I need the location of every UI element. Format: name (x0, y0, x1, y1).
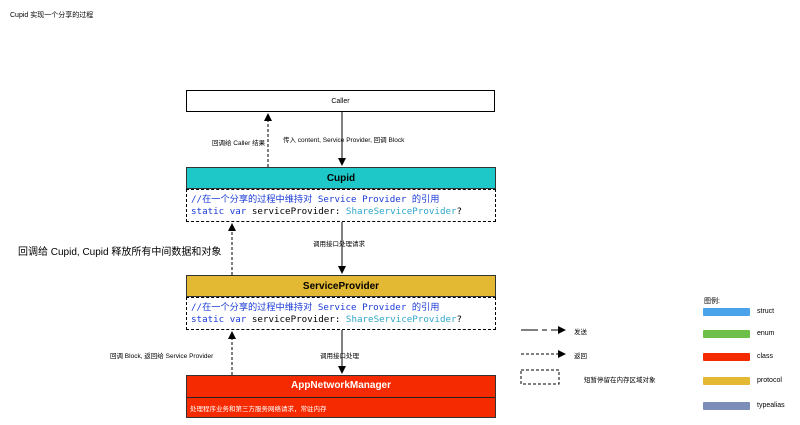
edge-label-caller-to-cupid: 传入 content, Service Provider, 回调 Block (283, 137, 405, 144)
edge-label-anm-to-sp: 回调 Block, 返回给 Service Provider (110, 353, 214, 360)
legend-return-label: 返回 (574, 353, 587, 360)
edge-label-cupid-to-caller: 回调给 Caller 结果 (212, 140, 266, 147)
legend-label-struct: struct (757, 308, 775, 315)
service-provider-header: ServiceProvider (186, 275, 496, 297)
legend-label-protocol: protocol (757, 377, 782, 384)
legend-swatch-enum (703, 330, 750, 338)
app-network-manager-title: AppNetworkManager (290, 380, 391, 391)
edge-label-cupid-to-sp: 调用接口处理请求 (313, 241, 365, 248)
legend-swatch-protocol (703, 377, 750, 385)
cupid-header: Cupid (186, 167, 496, 189)
legend-temp-label: 短暂停留在内存区域对象 (584, 377, 656, 384)
legend-send-label: 发送 (574, 329, 587, 336)
service-provider-code-keyword: static var (191, 313, 247, 325)
cupid-code-box: //在一个分享的过程中维持对 Service Provider 的引用 stat… (186, 189, 496, 222)
cupid-code-suffix: ? (456, 205, 463, 217)
cupid-code-type: ShareServiceProvider (345, 205, 457, 217)
cupid-code-line: static var serviceProvider: ShareService… (191, 206, 495, 218)
edge-label-sp-to-anm: 调用接口处理 (320, 353, 359, 360)
service-provider-code-box: //在一个分享的过程中维持对 Service Provider 的引用 stat… (186, 297, 496, 330)
legend-swatch-typealias (703, 402, 750, 410)
legend-swatch-struct (703, 308, 750, 316)
legend-title: 图例: (704, 298, 720, 305)
legend-label-enum: enum (757, 330, 775, 337)
caller-label: Caller (331, 97, 350, 105)
app-network-manager-divider (187, 397, 495, 398)
app-network-manager-description: 处理程序业务和第三方服务网络请求，常驻内存 (190, 406, 327, 413)
legend-temp-box (520, 369, 560, 385)
edge-label-sp-to-cupid: 回调给 Cupid, Cupid 释放所有中间数据和对象 (18, 247, 222, 258)
service-provider-code-name: serviceProvider: (246, 313, 346, 325)
service-provider-code-comment: //在一个分享的过程中维持对 Service Provider 的引用 (191, 302, 440, 313)
cupid-title: Cupid (326, 172, 356, 184)
legend-label-typealias: typealias (757, 402, 785, 409)
legend-swatch-class (703, 353, 750, 361)
service-provider-code-line: static var serviceProvider: ShareService… (191, 314, 495, 326)
service-provider-code-suffix: ? (456, 313, 463, 325)
app-network-manager-box: AppNetworkManager 处理程序业务和第三方服务网络请求，常驻内存 (186, 375, 496, 418)
service-provider-title: ServiceProvider (302, 280, 380, 292)
page-title: Cupid 实现一个分享的过程 (10, 12, 94, 19)
caller-box: Caller (186, 90, 495, 112)
legend-label-class: class (757, 353, 773, 360)
cupid-code-comment: //在一个分享的过程中维持对 Service Provider 的引用 (191, 194, 440, 205)
cupid-code-name: serviceProvider: (246, 205, 346, 217)
cupid-code-keyword: static var (191, 205, 247, 217)
service-provider-code-type: ShareServiceProvider (345, 313, 457, 325)
